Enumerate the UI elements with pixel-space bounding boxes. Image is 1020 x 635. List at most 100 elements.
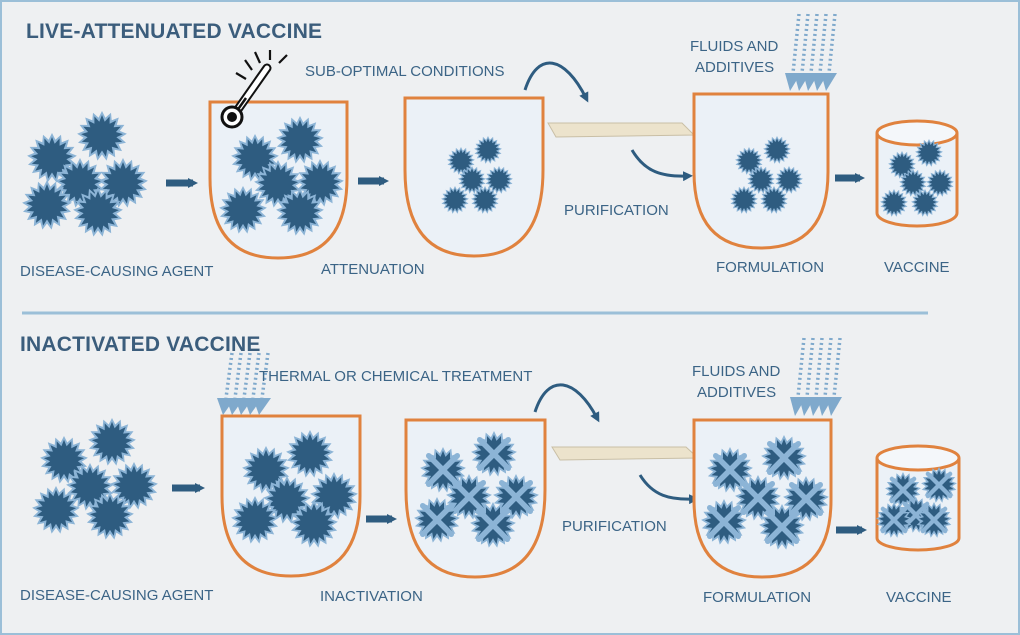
purification-filter — [547, 122, 696, 138]
curved-arrow-icon — [523, 61, 589, 103]
inactivated-x-icon — [498, 479, 534, 515]
pathogen — [32, 486, 80, 534]
inactivated-x-icon — [476, 436, 512, 472]
pathogen — [880, 189, 908, 217]
pathogen — [86, 492, 134, 540]
vessel-pathogens — [219, 116, 344, 236]
pathogen — [254, 160, 302, 208]
pathogen — [915, 139, 943, 167]
inactivated-x-icon — [766, 440, 802, 476]
pathogen — [276, 116, 324, 164]
formulation-label: FORMULATION — [703, 589, 811, 606]
inactivated-x-icon — [764, 509, 800, 545]
pathogen — [763, 136, 791, 164]
curved-arrow-icon — [533, 383, 600, 423]
vessel-pathogens — [730, 136, 803, 214]
purification-label: PURIFICATION — [564, 202, 669, 219]
fluids-label-line2: ADDITIVES — [697, 384, 776, 401]
inactivated-x-icon — [880, 506, 908, 534]
vaccine-label: VACCINE — [886, 589, 952, 606]
agent-cluster — [32, 418, 158, 540]
inactivated-pathogen — [783, 476, 829, 522]
purification-label: PURIFICATION — [562, 518, 667, 535]
pathogen — [911, 189, 939, 217]
pathogen — [760, 186, 788, 214]
inactivated-pathogen — [471, 431, 517, 477]
pathogen — [747, 166, 775, 194]
pathogen — [263, 476, 311, 524]
pathogen — [276, 188, 324, 236]
dotted-stream-icon — [790, 337, 842, 416]
inactivated-pathogen — [876, 502, 912, 538]
pathogen — [775, 166, 803, 194]
inactivated-pathogen — [761, 435, 807, 481]
vessel-pathogens — [441, 136, 513, 214]
pathogen — [899, 169, 927, 197]
section-live-attenuated: LIVE-ATTENUATED VACCINE SUB-OPTIMAL COND… — [20, 13, 959, 280]
fluids-label-line2: ADDITIVES — [695, 59, 774, 76]
inactivated-pathogens — [876, 467, 957, 538]
inactivated-x-icon — [706, 504, 742, 540]
purification-filter — [551, 446, 700, 461]
pathogen — [219, 186, 267, 234]
inactivated-x-icon — [889, 476, 917, 504]
agent-label: DISEASE-CAUSING AGENT — [20, 263, 213, 280]
inactivated-x-icon — [788, 481, 824, 517]
inactivated-pathogen — [470, 502, 516, 548]
fluids-label-line1: FLUIDS AND — [692, 363, 781, 380]
pathogen — [88, 418, 136, 466]
agent-cluster — [22, 111, 148, 237]
formulation-label: FORMULATION — [716, 259, 824, 276]
inactivated-pathogens — [414, 431, 539, 548]
pathogen — [441, 186, 469, 214]
inactivated-x-icon — [419, 502, 455, 538]
pathogen — [27, 133, 77, 183]
section-title: INACTIVATED VACCINE — [20, 333, 261, 356]
inactivated-pathogen — [414, 497, 460, 543]
pathogen — [926, 169, 954, 197]
agent-label: DISEASE-CAUSING AGENT — [20, 587, 213, 604]
inactivated-x-icon — [451, 479, 487, 515]
inactivated-pathogens — [701, 435, 829, 550]
pathogen — [231, 496, 279, 544]
pathogen — [730, 186, 758, 214]
inactivated-pathogen — [921, 467, 957, 503]
inactivated-pathogen — [759, 504, 805, 550]
inactivated-x-icon — [425, 452, 461, 488]
inactivated-x-icon — [740, 480, 776, 516]
thermometer-icon — [220, 50, 288, 129]
pathogen — [474, 136, 502, 164]
inactivated-pathogen — [701, 499, 747, 545]
inactivated-x-icon — [925, 471, 953, 499]
inactivated-pathogen — [916, 502, 952, 538]
inactivated-pathogen — [446, 474, 492, 520]
fluids-label-line1: FLUIDS AND — [690, 38, 779, 55]
dotted-stream-icon — [217, 352, 271, 415]
pathogen — [77, 111, 127, 161]
curved-arrow-icon — [638, 474, 699, 505]
pathogen — [286, 430, 334, 478]
pathogen — [447, 147, 475, 175]
curved-arrow-icon — [630, 149, 693, 182]
inactivated-pathogen — [885, 472, 921, 508]
inactivated-pathogen — [493, 474, 539, 520]
step-label: ATTENUATION — [321, 261, 425, 278]
inactivated-pathogen — [735, 475, 781, 521]
pathogen — [485, 166, 513, 194]
inactivated-x-icon — [475, 507, 511, 543]
pathogen — [471, 186, 499, 214]
dotted-stream-icon — [785, 13, 837, 91]
vessel-pathogens — [231, 430, 358, 548]
section-title: LIVE-ATTENUATED VACCINE — [26, 20, 322, 43]
treatment-label: SUB-OPTIMAL CONDITIONS — [305, 63, 504, 80]
pathogen — [73, 187, 123, 237]
treatment-label: THERMAL OR CHEMICAL TREATMENT — [259, 368, 532, 385]
pathogen — [22, 180, 72, 230]
inactivated-x-icon — [920, 506, 948, 534]
vaccine-label: VACCINE — [884, 259, 950, 276]
pathogen — [110, 462, 158, 510]
section-inactivated: INACTIVATED VACCINE THERMAL OR CHEMICAL … — [20, 333, 961, 606]
inactivated-x-icon — [712, 452, 748, 488]
step-label: INACTIVATION — [320, 588, 423, 605]
